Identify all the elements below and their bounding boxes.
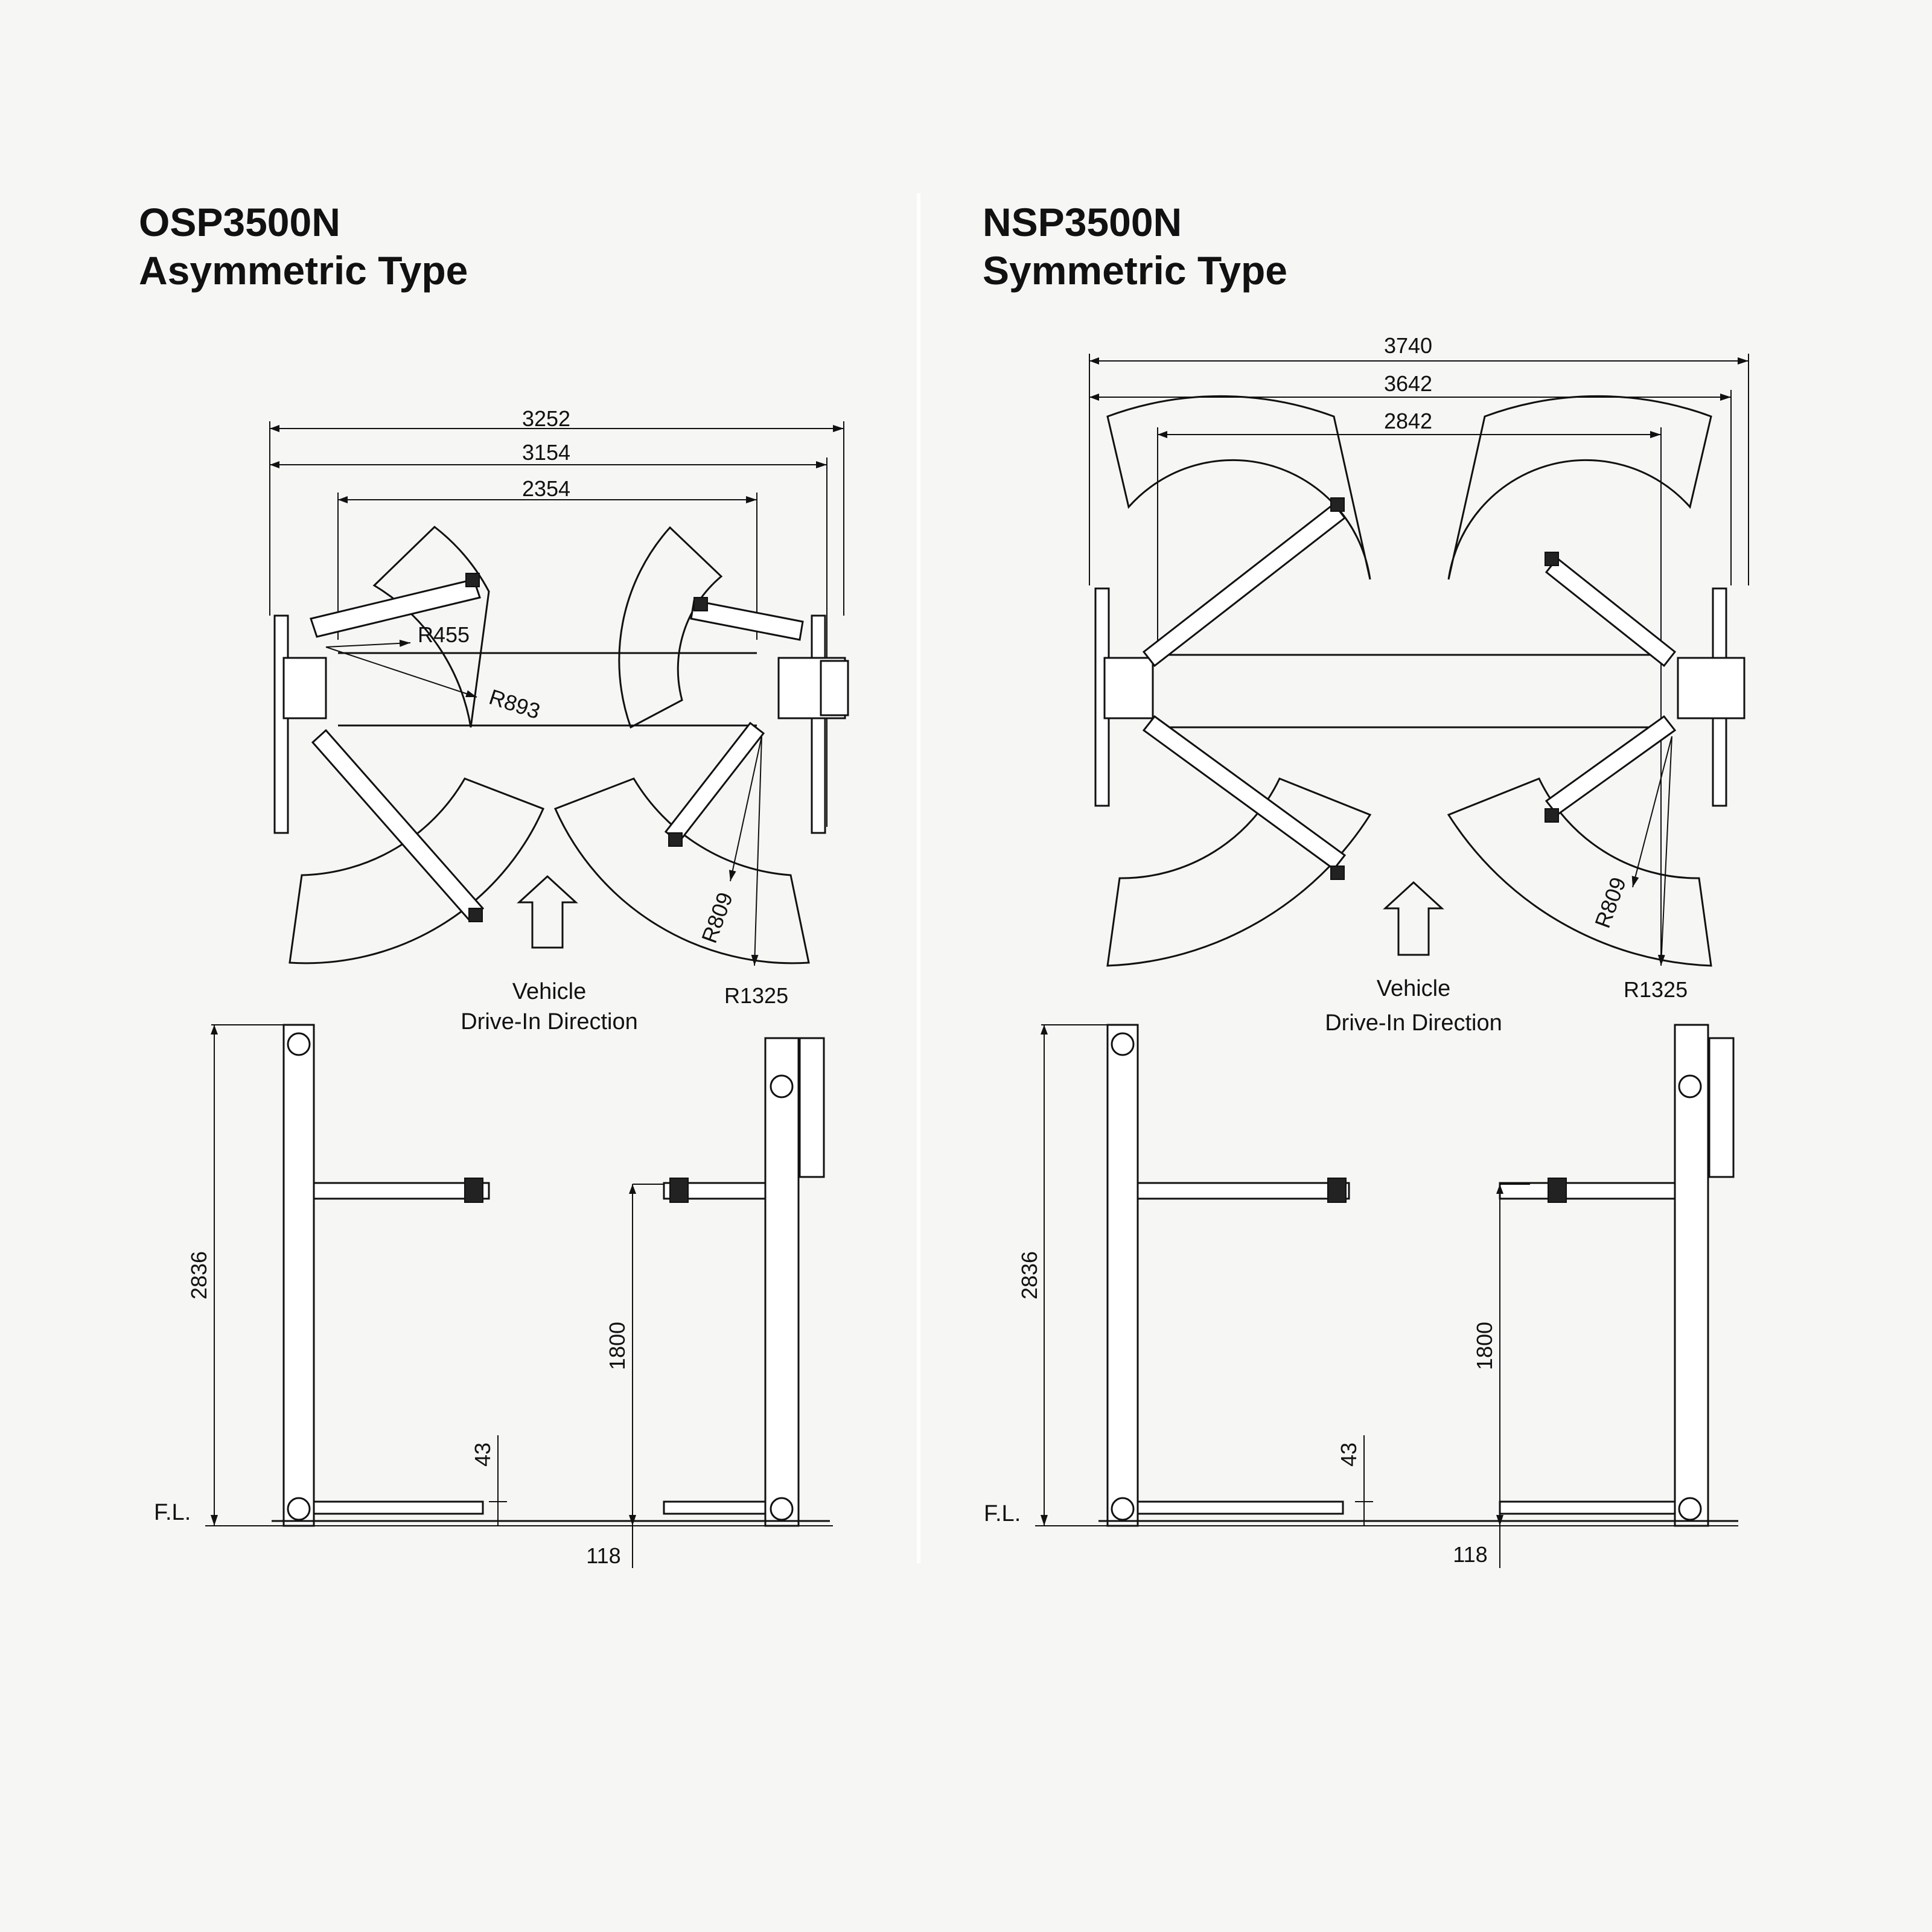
title-right: NSP3500N Symmetric Type <box>983 198 1287 295</box>
arm-sweep-left-rear-b <box>618 526 723 729</box>
column-right-a <box>1106 1024 1139 1527</box>
dimension-lines-right <box>1089 354 1749 966</box>
arm-sweep-left-front-a <box>289 777 545 964</box>
arm-left-front-a <box>311 728 485 922</box>
dim-lift-right: 1800 <box>1472 1322 1497 1370</box>
dim-r-long-left: R1325 <box>724 983 788 1008</box>
plan-view-right: 3740 3642 2842 R809 R1325 Vehicle Drive-… <box>1089 333 1749 1036</box>
arm-raised-right-a <box>1137 1182 1350 1200</box>
dim-r-mid-left: R893 <box>486 684 544 724</box>
post-left-a <box>282 657 327 719</box>
arm-sweep-right-rear-a <box>1106 395 1371 580</box>
elevation-right: 2836 F.L. 1800 43 118 <box>984 1024 1738 1568</box>
arm-left-rear-b <box>690 599 804 641</box>
type-name-right: Symmetric Type <box>983 248 1287 293</box>
arm-left-rear-a <box>310 578 481 638</box>
dim-posts-right: 3642 <box>1384 371 1432 396</box>
arm-lowered-left-a <box>313 1500 484 1515</box>
arm-lowered-right-b <box>1499 1500 1676 1515</box>
drive-in-arrow-left <box>517 875 578 949</box>
arm-raised-right-b <box>1499 1182 1676 1200</box>
column-left-b <box>764 1037 800 1527</box>
post-right-b <box>1677 657 1745 719</box>
direction-line2-right: Drive-In Direction <box>1325 1010 1502 1036</box>
column-right-b <box>1674 1024 1709 1527</box>
arm-sweep-left-front-b <box>553 777 810 964</box>
plan-view-left: 3252 3154 2354 R455 R893 R809 R1 <box>269 406 849 1035</box>
floor-label-right: F.L. <box>984 1501 1021 1526</box>
arm-raised-left-a <box>313 1182 490 1200</box>
direction-line1-left: Vehicle <box>512 979 587 1004</box>
dim-r-small-left: R455 <box>418 622 470 647</box>
dim-overall-right: 3740 <box>1384 333 1432 358</box>
dim-r-front-left: R809 <box>697 889 738 946</box>
title-left: OSP3500N Asymmetric Type <box>139 198 468 295</box>
arm-right-rear-a <box>1142 502 1347 668</box>
dim-pad-right: 43 <box>1336 1443 1361 1467</box>
motor-left <box>820 660 849 716</box>
control-box-right <box>1708 1037 1735 1178</box>
arm-lowered-left-b <box>663 1500 767 1515</box>
post-base-left-b <box>811 614 826 834</box>
direction-line2-left: Drive-In Direction <box>461 1009 638 1035</box>
post-right-a <box>1103 657 1154 719</box>
column-left-a <box>282 1024 315 1527</box>
dim-r-long-right: R1325 <box>1624 977 1688 1002</box>
dim-overall-left: 3252 <box>522 406 570 431</box>
dimension-lines-left <box>269 421 844 827</box>
arm-left-front-b <box>664 721 765 844</box>
arm-sweep-right-rear-b <box>1447 395 1712 580</box>
dim-pad-left: 43 <box>470 1443 495 1467</box>
direction-line1-right: Vehicle <box>1377 976 1451 1001</box>
arm-right-front-b <box>1545 715 1677 817</box>
dim-inner-left: 2354 <box>522 476 570 501</box>
arm-sweep-right-front-a <box>1106 777 1372 967</box>
control-box-left <box>799 1037 825 1178</box>
dim-base-right: 118 <box>1453 1542 1487 1567</box>
drive-in-arrow-right <box>1383 881 1444 956</box>
arm-right-front-a <box>1142 715 1347 871</box>
elevation-left: 2836 F.L. 1800 43 118 <box>154 1024 833 1568</box>
arm-sweep-right-front-b <box>1447 777 1712 967</box>
type-name-left: Asymmetric Type <box>139 248 468 293</box>
model-name-right: NSP3500N <box>983 200 1182 244</box>
dim-base-left: 118 <box>586 1543 620 1568</box>
arm-lowered-right-a <box>1137 1500 1344 1515</box>
dim-inner-right: 2842 <box>1384 409 1432 433</box>
arm-right-rear-b <box>1545 556 1677 668</box>
dim-lift-left: 1800 <box>605 1322 630 1370</box>
post-base-left-a <box>273 614 289 834</box>
dim-height-left: 2836 <box>187 1251 211 1299</box>
dim-height-right: 2836 <box>1017 1251 1042 1299</box>
floor-label-left: F.L. <box>154 1500 191 1525</box>
dim-r-front-right: R809 <box>1590 874 1631 931</box>
dim-posts-left: 3154 <box>522 440 570 465</box>
model-name-left: OSP3500N <box>139 200 340 244</box>
